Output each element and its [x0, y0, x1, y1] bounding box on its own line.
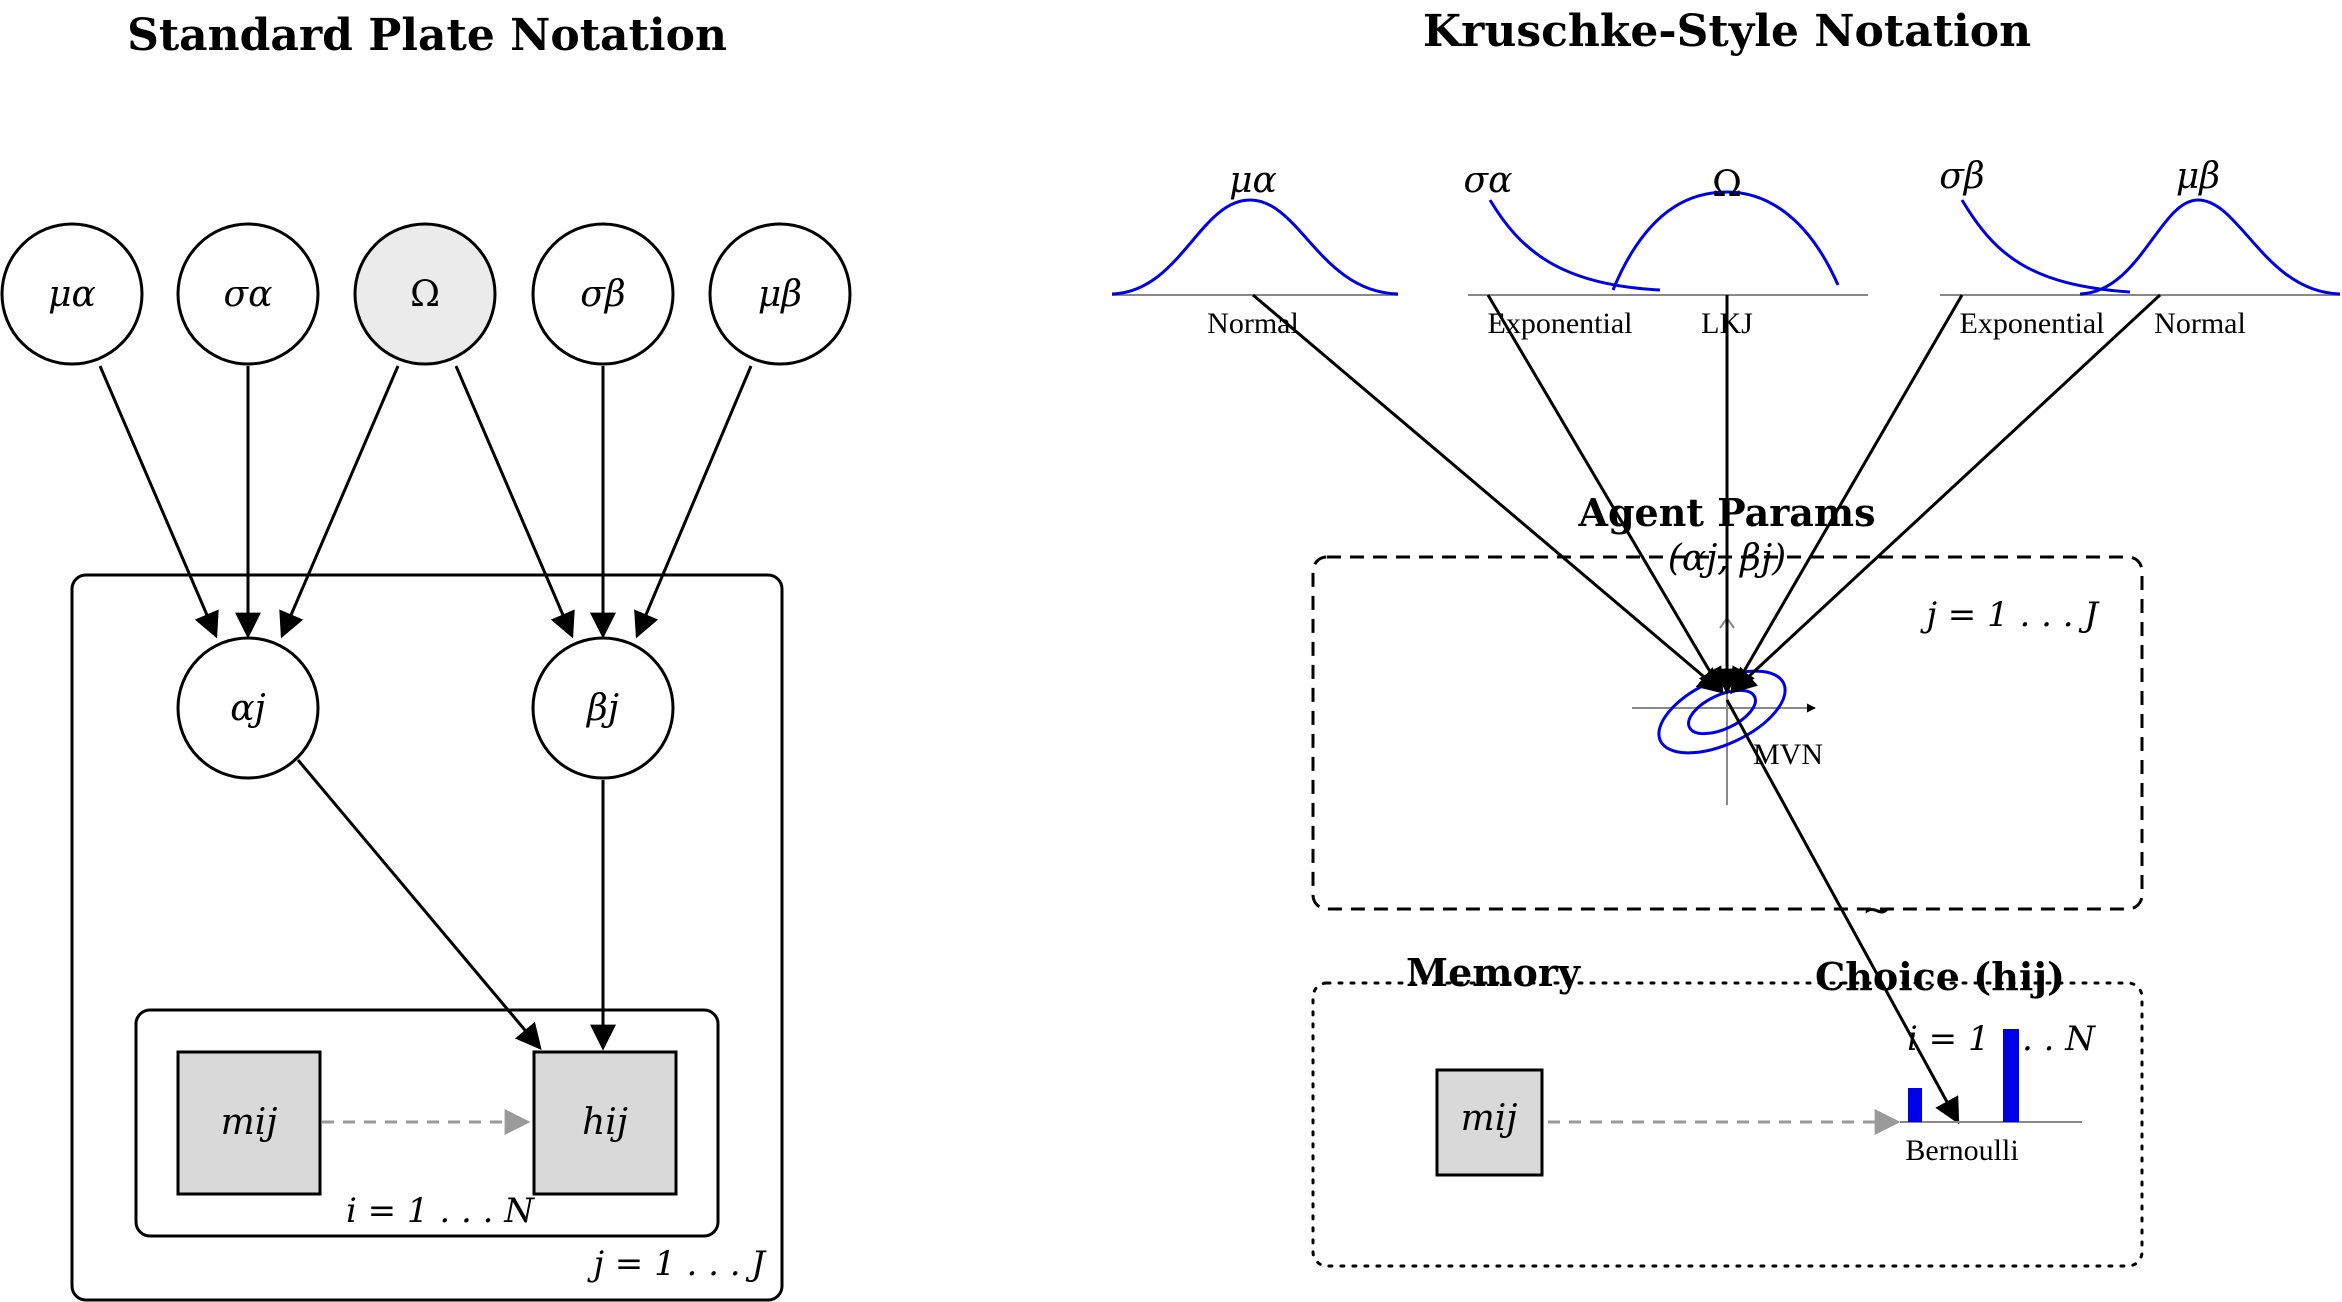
choice-plate-label: i = 1 . . . N	[1907, 1019, 2096, 1059]
top-node-mu-beta: μβ	[708, 222, 852, 366]
agent-plate-label: j = 1 . . . J	[1919, 595, 2100, 635]
left-title: Standard Plate Notation	[127, 10, 727, 61]
choice-plate	[1311, 981, 2144, 1268]
node-beta-j: βj	[531, 636, 675, 780]
outer-plate	[70, 573, 784, 1302]
prior-dist-exponential-alpha: Exponential	[1488, 307, 1633, 340]
prior-curve-mu-alpha	[1111, 198, 1399, 296]
prior-param-sigma-alpha: σα	[1464, 160, 1513, 201]
prior-param-sigma-beta: σβ	[1939, 156, 1984, 197]
bernoulli-plot: Bernoulli	[1900, 1029, 2082, 1167]
inner-plate-label: i = 1 . . . N	[346, 1191, 535, 1231]
top-node-sigma-alpha: σα	[176, 222, 320, 366]
prior-dist-exponential-beta: Exponential	[1960, 307, 2105, 340]
prior-curve-sigma-alpha	[1488, 199, 1661, 292]
m-ij-label: mij	[221, 1102, 278, 1143]
prior-dist-normal-alpha: Normal	[1207, 307, 1299, 340]
agent-params-vars: (αj, βj)	[1668, 538, 1786, 579]
agent-params-title: Agent Params	[1577, 490, 1875, 535]
right-m-ij-label: mij	[1461, 1098, 1518, 1139]
tilde-mark: ~	[1862, 890, 1892, 931]
mu-beta-label: μβ	[758, 274, 802, 315]
right-title: Kruschke-Style Notation	[1423, 6, 2031, 57]
prior-param-omega: Ω	[1712, 164, 1742, 205]
prior-curve-sigma-beta	[1960, 199, 2131, 294]
left-edges	[98, 365, 753, 1135]
h-ij-label: hij	[582, 1102, 628, 1143]
node-alpha-j: αj	[176, 636, 320, 780]
node-h-ij: hij	[532, 1050, 678, 1196]
right-node-m-ij: mij	[1435, 1068, 1544, 1177]
prior-param-mu-beta: μβ	[2176, 156, 2220, 197]
inner-plate	[134, 1008, 720, 1238]
sigma-alpha-label: σα	[224, 274, 273, 315]
choice-title: Choice (hij)	[1815, 954, 2065, 999]
top-node-omega: Ω	[353, 222, 497, 366]
mu-alpha-label: μα	[48, 274, 96, 315]
right-edges	[1252, 293, 2162, 1125]
sigma-beta-label: σβ	[580, 274, 625, 315]
prior-curve-mu-beta	[2079, 198, 2341, 296]
beta-j-label: βj	[585, 688, 619, 729]
prior-param-mu-alpha: μα	[1229, 160, 1277, 201]
bernoulli-label: Bernoulli	[1905, 1134, 2018, 1167]
top-node-sigma-beta: σβ	[531, 222, 675, 366]
outer-plate-label: j = 1 . . . J	[586, 1244, 767, 1284]
mvn-label: MVN	[1753, 738, 1823, 771]
bernoulli-bar-1	[2003, 1029, 2019, 1122]
alpha-j-label: αj	[230, 688, 265, 729]
node-m-ij: mij	[176, 1050, 322, 1196]
left-panel: Standard Plate Notation i = 1 . . . N j …	[0, 10, 852, 1302]
bernoulli-bar-0	[1908, 1088, 1922, 1122]
prior-curve-omega	[1611, 190, 1840, 291]
top-node-mu-alpha: μα	[0, 222, 144, 366]
prior-dist-normal-beta: Normal	[2154, 307, 2246, 340]
omega-label: Ω	[410, 274, 440, 315]
right-panel: Kruschke-Style Notation μα σα Ω σβ μβ No…	[1111, 6, 2341, 1268]
memory-title: Memory	[1406, 950, 1581, 995]
